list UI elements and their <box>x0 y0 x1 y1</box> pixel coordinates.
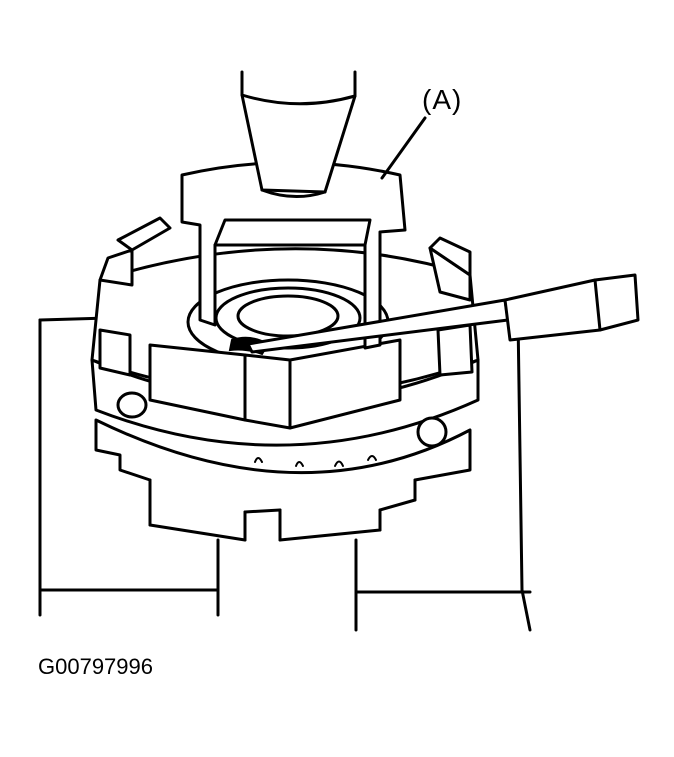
screwdriver <box>246 273 640 354</box>
callout-leader-line <box>380 116 427 180</box>
press-ram <box>240 70 357 199</box>
callout-label-a: (A) <box>422 84 463 115</box>
figure-id: G00797996 <box>38 654 153 679</box>
special-tool-a <box>180 161 407 350</box>
drum-lower-skirt <box>94 418 472 542</box>
